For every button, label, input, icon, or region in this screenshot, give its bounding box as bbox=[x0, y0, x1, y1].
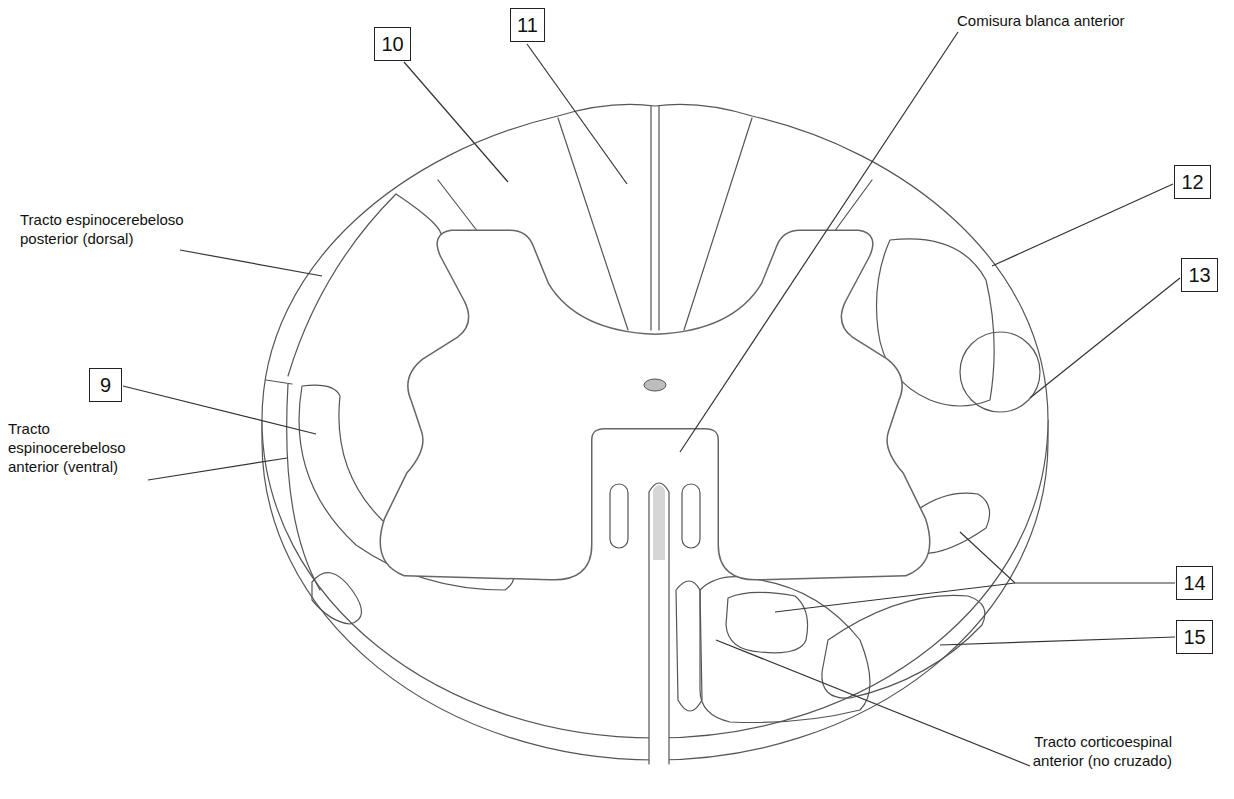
callout-box: 12 bbox=[1174, 165, 1211, 199]
anterior-corticospinal bbox=[676, 581, 702, 711]
central-canal bbox=[644, 379, 666, 391]
structure-label: Comisura blanca anterior bbox=[957, 12, 1227, 31]
callout-number: 10 bbox=[381, 34, 403, 54]
gray-matter bbox=[384, 234, 926, 576]
commissure-fascicle bbox=[610, 484, 628, 548]
fissure-shade bbox=[653, 485, 665, 560]
callout-number: 12 bbox=[1181, 172, 1203, 192]
gracilis-border bbox=[558, 118, 752, 330]
callout-number: 14 bbox=[1183, 573, 1205, 593]
leader-lines bbox=[123, 32, 1180, 766]
tract-region-13 bbox=[960, 332, 1040, 412]
callout-box: 10 bbox=[374, 27, 411, 61]
dorsal-root-zone bbox=[438, 180, 872, 232]
anterior-fissure bbox=[649, 483, 669, 764]
callout-box: 9 bbox=[89, 368, 122, 402]
structure-label: Tracto espinocerebeloso anterior (ventra… bbox=[8, 420, 146, 476]
vestibulospinal-region bbox=[700, 577, 870, 723]
callout-box: 15 bbox=[1176, 620, 1213, 654]
callout-number: 9 bbox=[100, 375, 111, 395]
posterior-septum bbox=[651, 106, 659, 330]
callout-box: 14 bbox=[1176, 566, 1213, 600]
callout-number: 13 bbox=[1188, 265, 1210, 285]
tract-region-14b bbox=[726, 592, 808, 652]
callout-box: 11 bbox=[510, 8, 545, 42]
commissure-fascicle bbox=[682, 484, 700, 548]
callout-box: 13 bbox=[1181, 258, 1218, 292]
small-tract bbox=[312, 573, 362, 624]
callout-number: 15 bbox=[1183, 627, 1205, 647]
structure-label: Tracto espinocerebeloso posterior (dorsa… bbox=[20, 211, 220, 249]
callout-number: 11 bbox=[517, 15, 538, 35]
structure-label: Tracto corticoespinal anterior (no cruza… bbox=[1000, 733, 1172, 771]
posterior-spinocerebellar-border bbox=[288, 194, 442, 376]
tract-region-15 bbox=[822, 595, 985, 698]
